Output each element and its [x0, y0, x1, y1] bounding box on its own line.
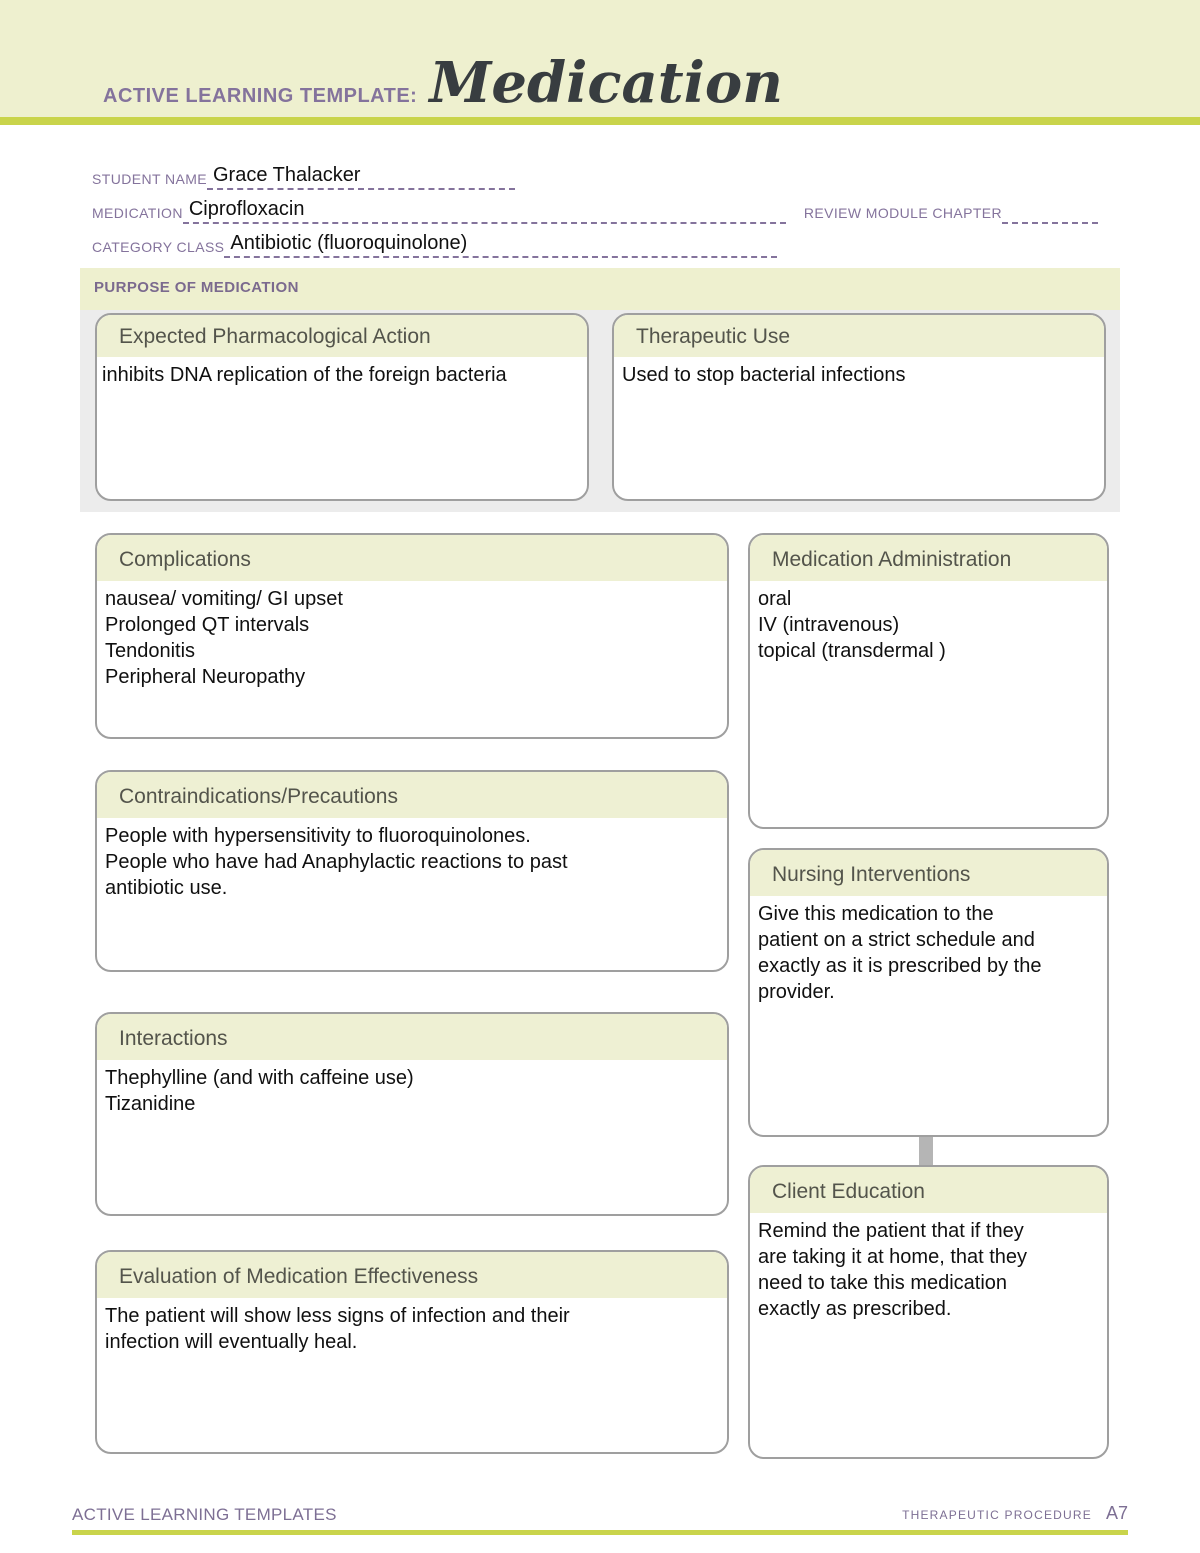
- nursing-interventions-body[interactable]: Give this medication to the patient on a…: [758, 903, 1042, 1003]
- header-eyebrow: ACTIVE LEARNING TEMPLATE:: [103, 85, 418, 107]
- client-education-body[interactable]: Remind the patient that if they are taki…: [758, 1220, 1028, 1320]
- footer-accent-line: [72, 1530, 1128, 1535]
- footer-right-group: THERAPEUTIC PROCEDURE A7: [902, 1503, 1128, 1524]
- expected-pharmacological-action-body[interactable]: inhibits DNA replication of the foreign …: [102, 364, 507, 386]
- student-name-label: STUDENT NAME: [92, 171, 207, 187]
- medication-administration-title: Medication Administration: [750, 535, 1107, 581]
- expected-pharmacological-action-card: Expected Pharmacological Action inhibits…: [95, 313, 589, 501]
- header-title-row: ACTIVE LEARNING TEMPLATE: Medication: [103, 55, 783, 111]
- contraindications-body[interactable]: People with hypersensitivity to fluoroqu…: [105, 825, 568, 899]
- category-class-field[interactable]: Antibiotic (fluoroquinolone): [224, 232, 778, 258]
- interactions-title: Interactions: [97, 1014, 727, 1060]
- expected-pharmacological-action-title: Expected Pharmacological Action: [97, 315, 587, 357]
- medication-row: MEDICATION Ciprofloxacin REVIEW MODULE C…: [92, 190, 1099, 224]
- evaluation-card: Evaluation of Medication Effectiveness T…: [95, 1250, 729, 1454]
- evaluation-body[interactable]: The patient will show less signs of infe…: [105, 1305, 570, 1353]
- evaluation-title: Evaluation of Medication Effectiveness: [97, 1252, 727, 1298]
- complications-card: Complications nausea/ vomiting/ GI upset…: [95, 533, 729, 739]
- complications-body[interactable]: nausea/ vomiting/ GI upset Prolonged QT …: [105, 588, 343, 688]
- medication-field[interactable]: Ciprofloxacin: [182, 198, 786, 224]
- review-module-chapter-field[interactable]: [1002, 221, 1099, 224]
- nursing-interventions-title: Nursing Interventions: [750, 850, 1107, 896]
- header-band: ACTIVE LEARNING TEMPLATE: Medication: [0, 0, 1200, 117]
- medication-administration-body[interactable]: oral IV (intravenous) topical (transderm…: [758, 588, 946, 662]
- complications-title: Complications: [97, 535, 727, 581]
- therapeutic-use-card: Therapeutic Use Used to stop bacterial i…: [612, 313, 1106, 501]
- medication-administration-card: Medication Administration oral IV (intra…: [748, 533, 1109, 829]
- medication-label: MEDICATION: [92, 205, 183, 221]
- footer-page-number: A7: [1105, 1503, 1128, 1523]
- purpose-section-label: PURPOSE OF MEDICATION: [94, 279, 299, 296]
- footer-right-label: THERAPEUTIC PROCEDURE: [902, 1508, 1092, 1522]
- contraindications-title: Contraindications/Precautions: [97, 772, 727, 818]
- page-title: Medication: [429, 50, 783, 116]
- nursing-interventions-card: Nursing Interventions Give this medicati…: [748, 848, 1109, 1137]
- therapeutic-use-title: Therapeutic Use: [614, 315, 1104, 357]
- student-name-row: STUDENT NAME Grace Thalacker: [92, 156, 515, 190]
- client-education-card: Client Education Remind the patient that…: [748, 1165, 1109, 1459]
- contraindications-card: Contraindications/Precautions People wit…: [95, 770, 729, 972]
- category-class-row: CATEGORY CLASS Antibiotic (fluoroquinolo…: [92, 224, 778, 258]
- therapeutic-use-body[interactable]: Used to stop bacterial infections: [622, 364, 906, 386]
- footer-left-text: ACTIVE LEARNING TEMPLATES: [72, 1505, 337, 1524]
- category-class-label: CATEGORY CLASS: [92, 239, 225, 255]
- student-name-field[interactable]: Grace Thalacker: [207, 164, 515, 190]
- purpose-section-band: [80, 268, 1120, 310]
- header-accent-bar: [0, 117, 1200, 125]
- client-education-title: Client Education: [750, 1167, 1107, 1213]
- purpose-of-medication-section: PURPOSE OF MEDICATION Expected Pharmacol…: [80, 268, 1120, 512]
- interactions-card: Interactions Thephylline (and with caffe…: [95, 1012, 729, 1216]
- review-module-chapter-label: REVIEW MODULE CHAPTER: [803, 205, 1003, 221]
- interactions-body[interactable]: Thephylline (and with caffeine use) Tiza…: [105, 1067, 414, 1115]
